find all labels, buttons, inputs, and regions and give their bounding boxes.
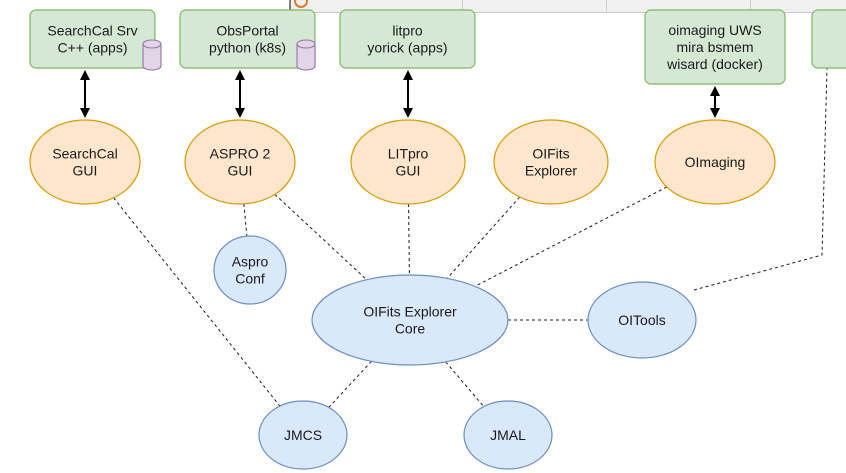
aspro2-gui-label-line: GUI [228,163,253,179]
searchcal-srv-label-line: C++ (apps) [57,40,127,56]
litpro-gui-label-line: GUI [396,163,421,179]
partial-shape [811,9,846,69]
oimaging-shape [654,119,776,205]
jmcs-label-line: JMCS [284,427,322,443]
edge-oifits-core-jmal [445,361,485,407]
toolbar-separator [462,0,463,12]
edge-oifits-core-jmcs [328,361,372,408]
obsportal-label-line: python (k8s) [209,40,286,56]
oitools-label-line: OITools [618,312,665,328]
oifits-explorer-label-line: OIFits [532,146,569,162]
database-icon [296,39,316,71]
node-partial[interactable] [811,9,846,69]
oifits-core-label-line: Core [395,321,426,337]
searchcal-srv-shape [29,9,156,69]
edge-aspro2-gui-aspro-conf [243,203,248,237]
node-oimaging[interactable]: OImaging [654,119,776,205]
oifits-core-label-line: OIFits Explorer [363,304,457,320]
aspro2-gui-label-line: ASPRO 2 [210,146,271,162]
oimaging-uws-label-line: wisard (docker) [666,56,763,72]
searchcal-gui-label-line: SearchCal [52,146,117,162]
aspro2-gui-shape [184,119,296,205]
litpro-srv-shape [339,9,476,69]
aspro-conf-label-line: Conf [235,271,265,287]
jmal-shape [463,400,553,470]
database-icon [142,39,162,71]
toolbar-separator [750,0,751,12]
oimaging-label-line: OImaging [685,154,746,170]
oifits-explorer-shape [493,119,609,205]
aspro-conf-label-line: Aspro [232,254,269,270]
searchcal-gui-label-line: GUI [73,163,98,179]
litpro-srv-label-line: litpro [392,23,423,39]
jmcs-shape [258,400,348,470]
node-oitools[interactable]: OITools [587,281,697,359]
oifits-core-shape [311,274,509,366]
edge-litpro-gui-oifits-core [408,203,410,276]
edge-oifits-explorer-oifits-core [446,196,521,279]
searchcal-gui-shape [29,119,141,205]
jmal-label-line: JMAL [490,427,526,443]
litpro-srv-label-line: yorick (apps) [367,40,447,56]
edge-oitools-partial [693,67,828,291]
toolbar-separator [606,0,607,12]
litpro-gui-label-line: LITpro [388,146,429,162]
litpro-gui-shape [350,119,466,205]
app-logo-icon [294,0,308,8]
obsportal-shape [179,9,316,69]
obsportal-label-line: ObsPortal [216,23,278,39]
edges-layer [80,67,828,408]
searchcal-srv-label-line: SearchCal Srv [47,23,137,39]
edge-aspro2-gui-oifits-core [274,194,367,281]
oimaging-uws-shape [644,9,786,85]
oitools-shape [587,281,697,359]
node-jmal[interactable]: JMAL [463,400,553,470]
oimaging-uws-label-line: mira bsmem [676,39,753,55]
oimaging-uws-label-line: oimaging UWS [668,22,761,38]
edge-searchcal-gui-jmcs [113,197,281,407]
oifits-explorer-label-line: Explorer [525,163,577,179]
node-jmcs[interactable]: JMCS [258,400,348,470]
aspro-conf-shape [213,235,287,305]
